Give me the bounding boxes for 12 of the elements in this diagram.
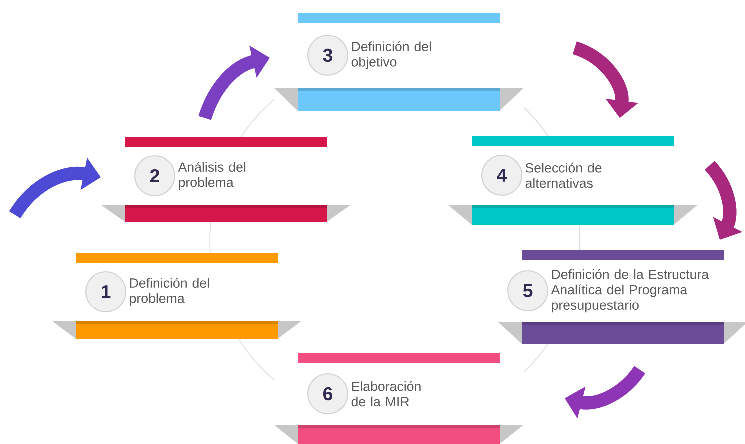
step-label: Selección de alternativas xyxy=(526,162,602,188)
number-badge: 3 xyxy=(307,34,349,76)
number-badge: 1 xyxy=(85,271,127,313)
step-label: Definición del objetivo xyxy=(352,42,432,70)
number-badge: 4 xyxy=(481,154,523,196)
number-badge: 2 xyxy=(134,155,176,197)
step-label: Definición de la Estructura Analítica del Programa presupuestario xyxy=(551,269,710,313)
step-label: Análisis del problema xyxy=(178,162,246,190)
number-badge: 5 xyxy=(507,270,549,312)
step-label: Elaboración de la MIR xyxy=(352,381,421,407)
step-label: Definición del problema xyxy=(130,278,210,306)
number-badge: 6 xyxy=(307,373,349,415)
